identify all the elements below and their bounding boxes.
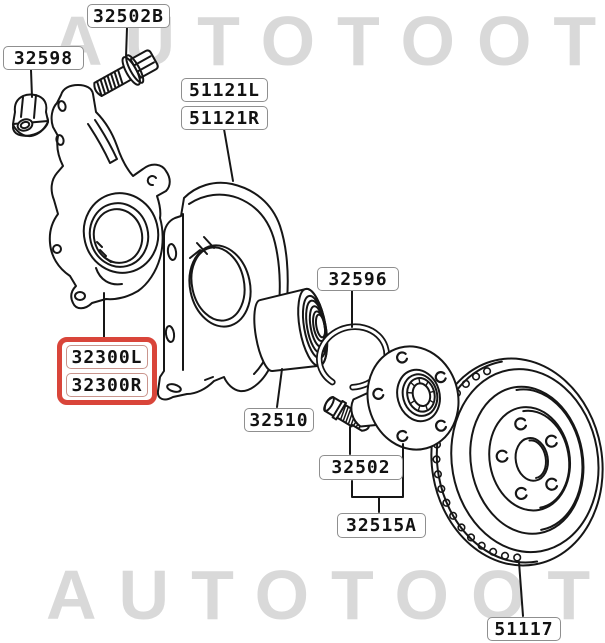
highlighted-label-group: 32300L 32300R (57, 337, 157, 405)
dust-shield-drawing (156, 181, 289, 401)
steering-knuckle-drawing (48, 84, 171, 310)
part-label-51121r[interactable]: 51121R (181, 106, 268, 130)
part-label-51121l[interactable]: 51121L (181, 78, 268, 102)
part-label-32598[interactable]: 32598 (3, 46, 84, 70)
part-label-32300l[interactable]: 32300L (66, 345, 148, 369)
part-label-32515a[interactable]: 32515A (337, 513, 426, 538)
brake-disc-drawing (430, 357, 604, 567)
part-label-32510[interactable]: 32510 (244, 408, 314, 432)
flange-bolt-drawing (93, 49, 159, 97)
part-label-32502b[interactable]: 32502B (87, 4, 170, 28)
part-label-32596[interactable]: 32596 (317, 267, 399, 291)
leader-lines (30, 27, 524, 617)
hub-drawing (350, 345, 460, 451)
flange-nut-drawing (12, 93, 49, 138)
part-label-32300r[interactable]: 32300R (66, 373, 148, 397)
part-label-32502[interactable]: 32502 (319, 455, 403, 480)
part-label-51117[interactable]: 51117 (487, 617, 561, 641)
